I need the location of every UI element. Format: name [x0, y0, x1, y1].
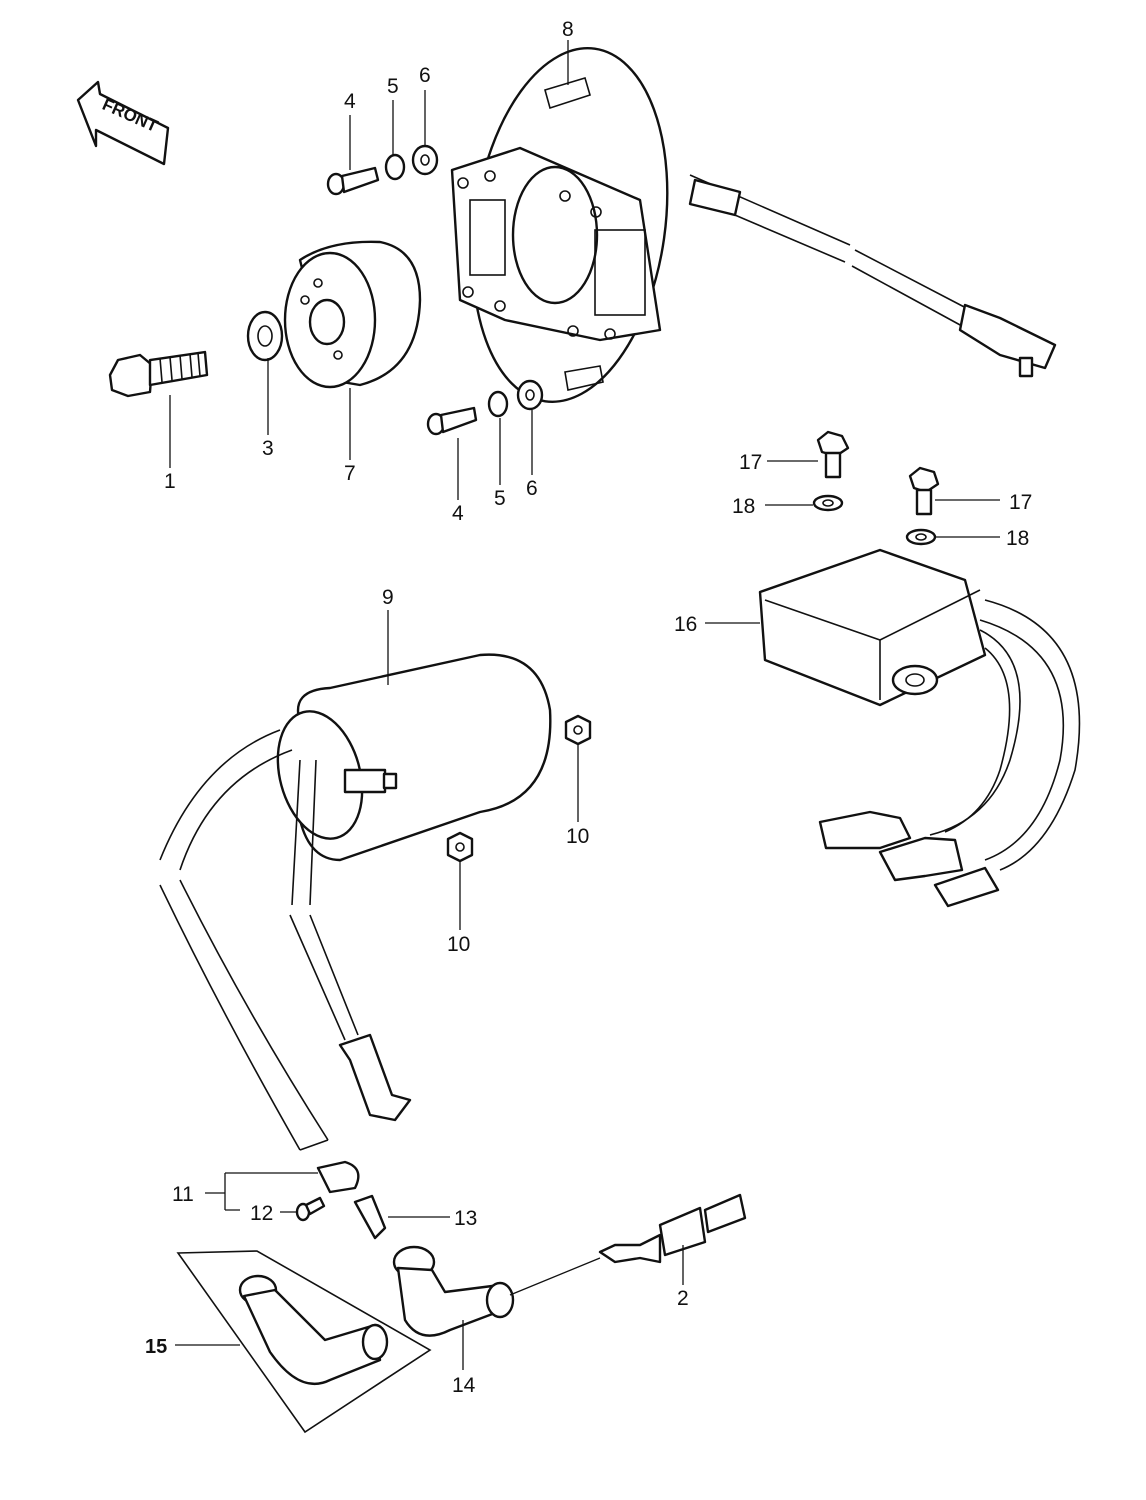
callout-6-lower: 6 — [526, 477, 538, 500]
nut-10-right — [564, 714, 592, 746]
callout-7: 7 — [344, 462, 356, 485]
front-arrow-icon: FRONT — [76, 80, 170, 166]
callout-18-right: 18 — [1006, 527, 1029, 550]
flywheel-bolt — [108, 350, 209, 398]
washer-18-right — [905, 528, 937, 546]
nut-10-lower — [446, 831, 474, 863]
callout-17-right: 17 — [1009, 491, 1032, 514]
callout-6-upper: 6 — [419, 64, 431, 87]
callout-1: 1 — [164, 470, 176, 493]
bolt-17-left — [816, 430, 850, 479]
callout-12: 12 — [250, 1202, 273, 1225]
lock-washer-5-lower — [487, 390, 509, 418]
stator-plate — [450, 47, 1057, 403]
callout-10-lower: 10 — [447, 933, 470, 956]
callout-15: 15 — [145, 1336, 167, 1358]
callout-4-upper: 4 — [344, 90, 356, 113]
washer-6-upper — [411, 144, 439, 176]
callout-4-lower: 4 — [452, 502, 464, 525]
callout-11: 11 — [172, 1183, 194, 1206]
callout-16: 16 — [674, 613, 697, 636]
callout-13: 13 — [454, 1207, 477, 1230]
screw-4-lower — [426, 406, 478, 436]
coil-primary-lead — [289, 759, 412, 1122]
screw-12 — [295, 1196, 326, 1222]
lock-washer-5-upper — [384, 153, 406, 181]
screw-4-upper — [326, 166, 380, 196]
washer-3 — [246, 310, 284, 362]
high-tension-lead — [159, 729, 329, 1151]
leader-lines — [169, 40, 1000, 1370]
clamp-11 — [316, 1160, 360, 1194]
callout-18-left: 18 — [732, 495, 755, 518]
spark-plug-2 — [598, 1193, 747, 1264]
callout-numbers: 1 2 3 4 4 5 5 6 6 7 8 9 10 10 11 12 13 1… — [145, 18, 1032, 1397]
spark-plug-cap-14 — [392, 1245, 515, 1337]
callout-17-left: 17 — [739, 451, 762, 474]
bolt-17-right — [908, 466, 940, 516]
callout-14: 14 — [452, 1374, 476, 1397]
washer-18-left — [812, 494, 844, 512]
callout-10-right: 10 — [566, 825, 589, 848]
callout-3: 3 — [262, 437, 274, 460]
callout-8: 8 — [562, 18, 574, 41]
cdi-unit-16 — [758, 548, 1081, 908]
flywheel-rotor — [283, 240, 422, 389]
callout-9: 9 — [382, 586, 394, 609]
ignition-coil — [276, 653, 552, 862]
washer-6-lower — [516, 379, 544, 411]
spark-plug-cap-kit-15 — [176, 1250, 432, 1434]
callout-2: 2 — [677, 1287, 689, 1310]
cap-terminal-13 — [353, 1194, 387, 1240]
callout-5-lower: 5 — [494, 487, 506, 510]
callout-5-upper: 5 — [387, 75, 399, 98]
